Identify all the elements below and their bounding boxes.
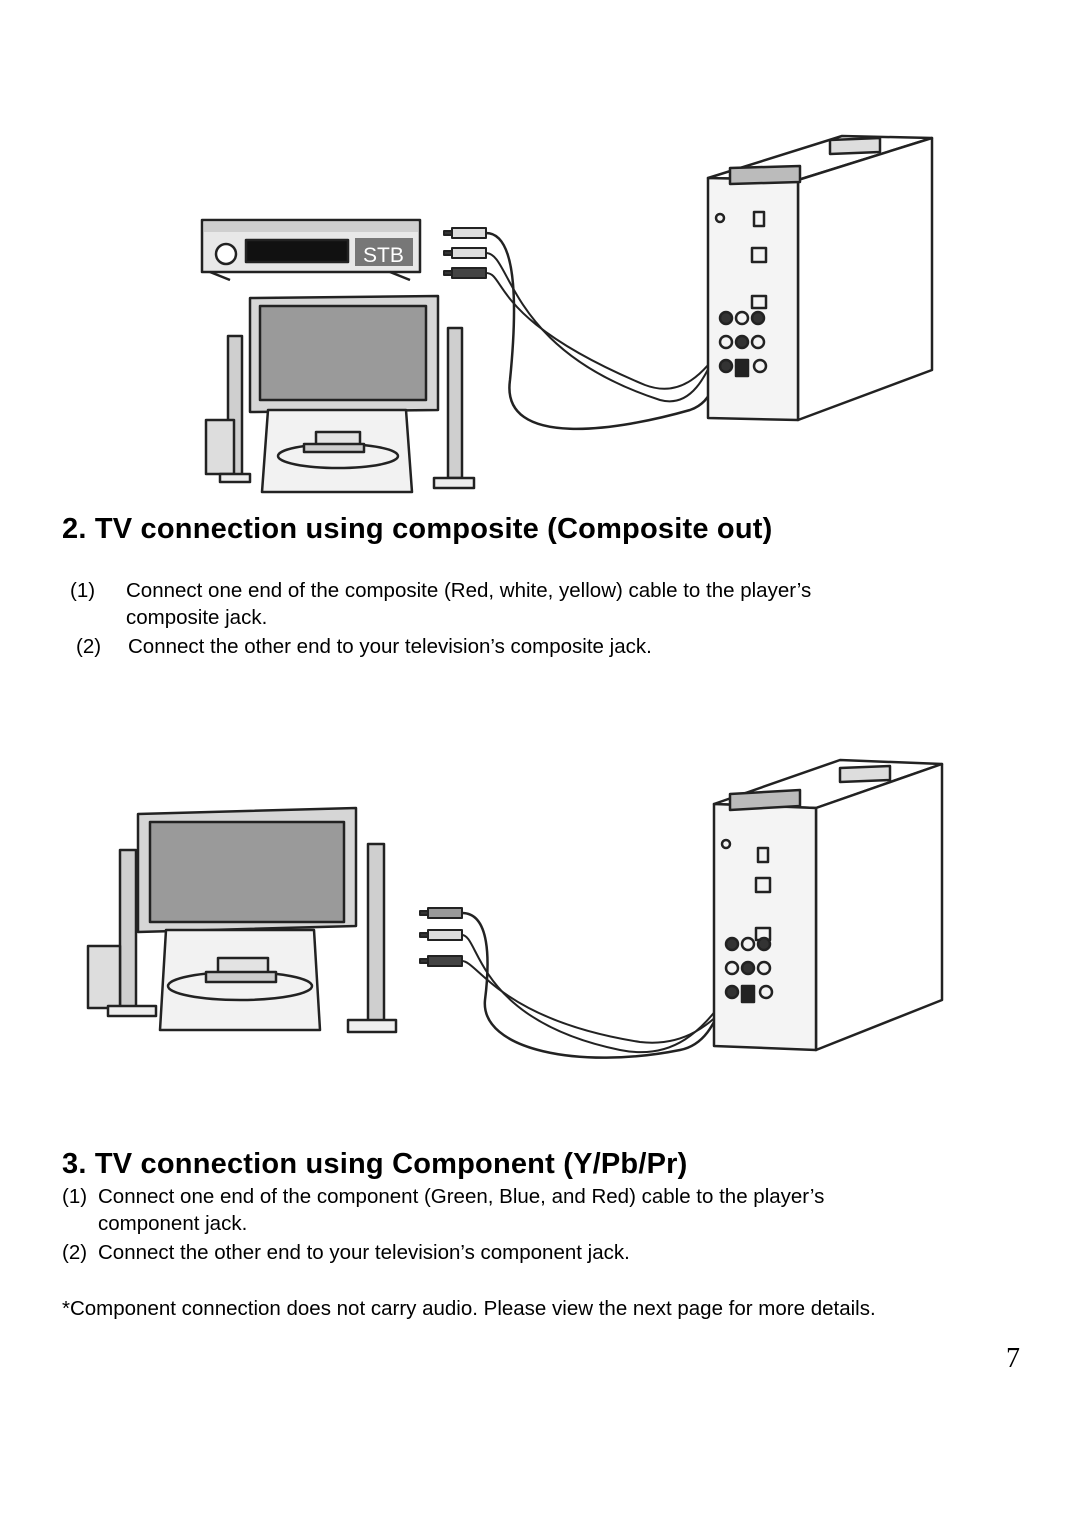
stb-label: STB <box>363 244 404 267</box>
step-text: Connect one end of the component (Green,… <box>98 1183 824 1237</box>
section-heading-component: 3. TV connection using Component (Y/Pb/P… <box>62 1148 688 1180</box>
step-number: (2) <box>62 1241 88 1264</box>
step-text-line: Connect one end of the composite (Red, w… <box>126 579 812 602</box>
set-top-box-illustration <box>200 218 422 282</box>
page-number: 7 <box>1006 1343 1020 1374</box>
av-cable-plugs <box>443 227 741 431</box>
tv-illustration <box>86 806 398 1034</box>
section-heading-composite: 2. TV connection using composite (Compos… <box>62 513 773 545</box>
step-text-line: component jack. <box>98 1212 248 1235</box>
media-player-illustration <box>706 134 934 422</box>
component-cable-plugs <box>419 907 765 1059</box>
step-text: Connect the other end to your television… <box>128 635 652 658</box>
step-number: (1) <box>70 579 96 602</box>
step-text: Connect one end of the composite (Red, w… <box>126 577 811 631</box>
component-connection-illustration <box>86 758 944 1059</box>
component-audio-note: *Component connection does not carry aud… <box>62 1297 876 1320</box>
step-text: Connect the other end to your television… <box>98 1241 630 1264</box>
media-player-illustration <box>712 758 944 1052</box>
step-text-line: Connect one end of the component (Green,… <box>98 1185 825 1208</box>
step-number: (2) <box>76 635 102 658</box>
step-text-line: composite jack. <box>126 606 268 629</box>
tv-illustration <box>204 294 476 494</box>
composite-connection-illustration: STB <box>200 134 934 494</box>
step-number: (1) <box>62 1185 88 1208</box>
